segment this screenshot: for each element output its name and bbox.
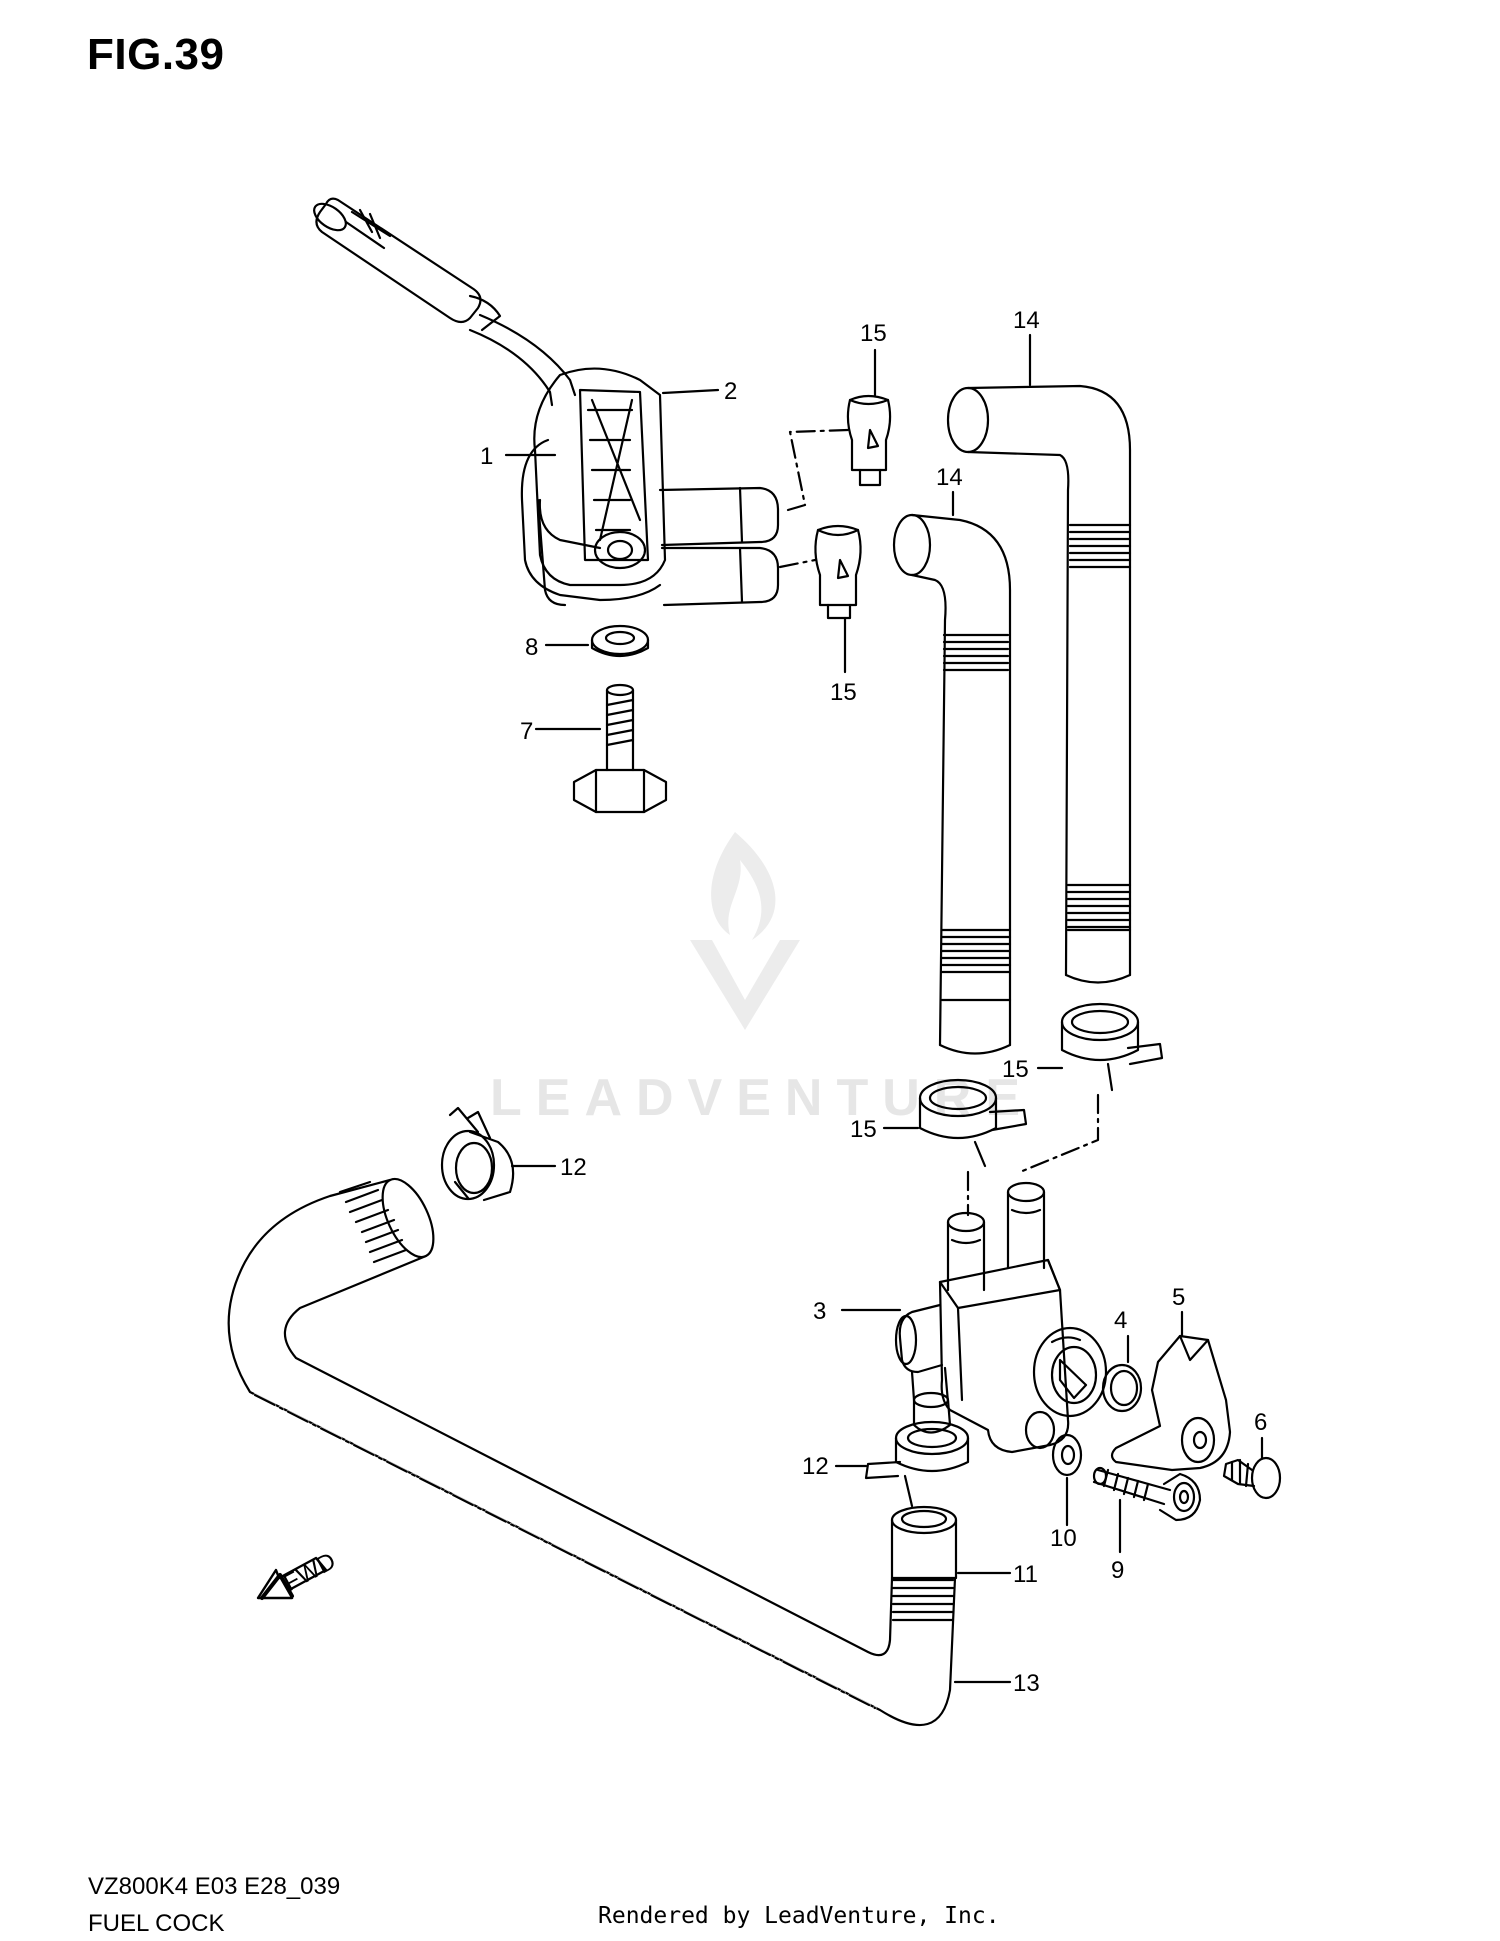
callout-15-lower-b: 15 xyxy=(850,1116,877,1143)
spring-clip-15-b xyxy=(918,1078,1028,1168)
callout-3: 3 xyxy=(813,1298,826,1325)
dashdot-line-15b xyxy=(778,558,817,569)
callout-2: 2 xyxy=(724,378,737,405)
callout-1: 1 xyxy=(480,443,493,470)
screw-part-9 xyxy=(1092,1466,1202,1522)
callout-6: 6 xyxy=(1254,1409,1267,1436)
callout-11: 11 xyxy=(1013,1561,1038,1588)
callout-14-right: 14 xyxy=(1013,307,1040,334)
fuel-valve-part-3 xyxy=(894,1181,1108,1454)
washer-part-10 xyxy=(1051,1433,1083,1477)
callout-7: 7 xyxy=(520,718,533,745)
render-credit: Rendered by LeadVenture, Inc. xyxy=(598,1903,1000,1929)
callout-12-upper: 12 xyxy=(560,1154,587,1181)
model-code: VZ800K4 E03 E28_039 xyxy=(88,1873,341,1900)
callout-15-lower-a: 15 xyxy=(1002,1056,1029,1083)
fwd-label: FWD xyxy=(279,1547,340,1596)
figure-title: FIG.39 xyxy=(87,30,225,79)
fuel-hose-14-right xyxy=(946,384,1132,984)
callout-9: 9 xyxy=(1111,1557,1124,1584)
screw-part-6 xyxy=(1222,1456,1282,1500)
lever-part-5 xyxy=(1110,1334,1232,1472)
washer-part-8 xyxy=(590,624,650,658)
callout-12-lower: 12 xyxy=(802,1453,829,1480)
callout-13: 13 xyxy=(1013,1670,1040,1697)
bolt-part-7 xyxy=(572,683,668,814)
spring-clip-12-upper xyxy=(440,1106,515,1202)
o-ring-part-4 xyxy=(1101,1363,1143,1413)
callout-15-upper-a: 15 xyxy=(860,320,887,347)
fuel-hose-14-left xyxy=(892,513,1012,1055)
figure-caption: FUEL COCK xyxy=(88,1910,225,1937)
hose-clip-15-upper-b xyxy=(814,524,862,620)
dashdot-line-15c xyxy=(1018,1093,1100,1174)
fuel-cock-body xyxy=(313,197,780,607)
callout-4: 4 xyxy=(1114,1307,1127,1334)
leader-line-2 xyxy=(661,388,720,395)
watermark-text: LEADVENTURE xyxy=(490,1069,1035,1127)
callout-5: 5 xyxy=(1172,1284,1185,1311)
callout-8: 8 xyxy=(525,634,538,661)
callout-15-upper-b: 15 xyxy=(830,679,857,706)
dashdot-line-15a xyxy=(786,428,850,512)
leadventure-flame-logo xyxy=(690,832,800,1030)
fuel-hose-part-13 xyxy=(227,1177,957,1727)
spring-clip-12-lower xyxy=(864,1420,970,1508)
hose-clip-15-upper-a xyxy=(846,394,892,487)
hose-fitting-part-11 xyxy=(890,1505,958,1580)
callout-10: 10 xyxy=(1050,1525,1077,1552)
spring-clip-15-a xyxy=(1060,1002,1164,1092)
callout-14-left: 14 xyxy=(936,464,963,491)
fwd-arrow-icon xyxy=(256,1556,328,1600)
